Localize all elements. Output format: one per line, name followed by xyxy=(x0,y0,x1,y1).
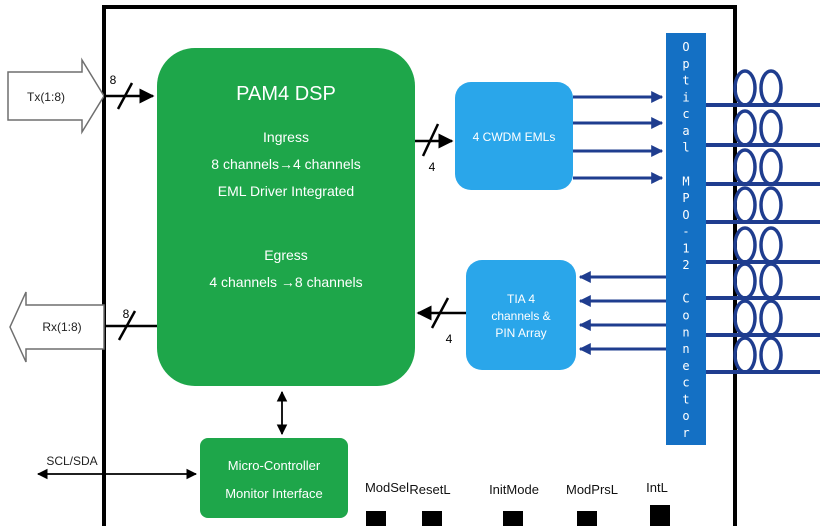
pin-modprsl xyxy=(577,511,597,526)
fiber-loop-3b xyxy=(759,148,783,186)
fiber-loop-7b xyxy=(759,299,783,337)
pam4-dsp-block xyxy=(157,48,415,386)
pin-modsel xyxy=(366,511,386,526)
pin-label-modprsl: ModPrsL xyxy=(566,482,618,497)
dsp-to-eml-slash xyxy=(421,123,440,157)
micro-controller-line1: Micro-Controller xyxy=(228,458,321,473)
fiber-loop-4a xyxy=(733,186,757,224)
tia-label-line3: PIN Array xyxy=(495,326,546,340)
tx-label: Tx(1:8) xyxy=(27,90,65,104)
fiber-loop-5b xyxy=(759,226,783,264)
dsp-ingress-heading: Ingress xyxy=(263,129,309,145)
external-fibers xyxy=(706,103,820,374)
fiber-loop-5a xyxy=(733,226,757,264)
fiber-loop-2a xyxy=(733,109,757,147)
rx-output-arrow xyxy=(9,291,105,363)
rx-bus-slash xyxy=(117,310,137,341)
eml-to-connector-lanes xyxy=(573,91,664,184)
scl-sda-label: SCL/SDA xyxy=(46,454,97,468)
rx-bus-width: 8 xyxy=(123,307,130,321)
pin-label-modsel: ModSel xyxy=(365,480,409,495)
fiber-loop-2b xyxy=(759,109,783,147)
tia-label-line1: TIA 4 xyxy=(507,292,535,306)
dsp-ingress-mapping: 8 channels→4 channels xyxy=(211,156,360,172)
fiber-loop-8b xyxy=(759,336,783,374)
fiber-loop-8a xyxy=(733,336,757,374)
fiber-loop-1b xyxy=(759,69,783,107)
eml-lane-count: 4 xyxy=(429,160,436,174)
fiber-loop-7a xyxy=(733,299,757,337)
dsp-title: PAM4 DSP xyxy=(236,83,336,105)
tia-pin-block xyxy=(466,260,576,370)
tia-to-dsp-slash xyxy=(430,297,450,329)
cwdm-eml-label: 4 CWDM EMLs xyxy=(473,130,556,144)
fiber-loop-4b xyxy=(759,186,783,224)
tx-input-arrow xyxy=(7,57,105,135)
pin-intl xyxy=(650,505,670,526)
connector-to-tia-lanes xyxy=(578,271,666,355)
tia-label-line2: channels & xyxy=(491,309,550,323)
mpo-connector-block xyxy=(666,33,706,445)
fiber-loop-6a xyxy=(733,262,757,300)
pin-label-intl: IntL xyxy=(646,480,668,495)
tx-bus-slash xyxy=(116,82,134,110)
pin-resetl xyxy=(422,511,442,526)
fiber-loop-3a xyxy=(733,148,757,186)
cwdm-eml-block xyxy=(455,82,573,190)
fiber-loop-6b xyxy=(759,262,783,300)
dsp-ingress-feature: EML Driver Integrated xyxy=(218,183,354,199)
tia-lane-count: 4 xyxy=(446,332,453,346)
pin-label-resetl: ResetL xyxy=(409,482,450,497)
fiber-loops xyxy=(733,69,783,374)
rx-label: Rx(1:8) xyxy=(42,320,81,334)
micro-controller-line2: Monitor Interface xyxy=(225,486,323,501)
tx-bus-width: 8 xyxy=(110,73,117,87)
control-pins: ModSel ResetL InitMode ModPrsL IntL xyxy=(365,480,670,526)
fiber-loop-1a xyxy=(733,69,757,107)
pin-initmode xyxy=(503,511,523,526)
dsp-egress-heading: Egress xyxy=(264,247,308,263)
dsp-egress-mapping: 4 channels →8 channels xyxy=(209,274,362,290)
micro-controller-block xyxy=(200,438,348,518)
pin-label-initmode: InitMode xyxy=(489,482,539,497)
